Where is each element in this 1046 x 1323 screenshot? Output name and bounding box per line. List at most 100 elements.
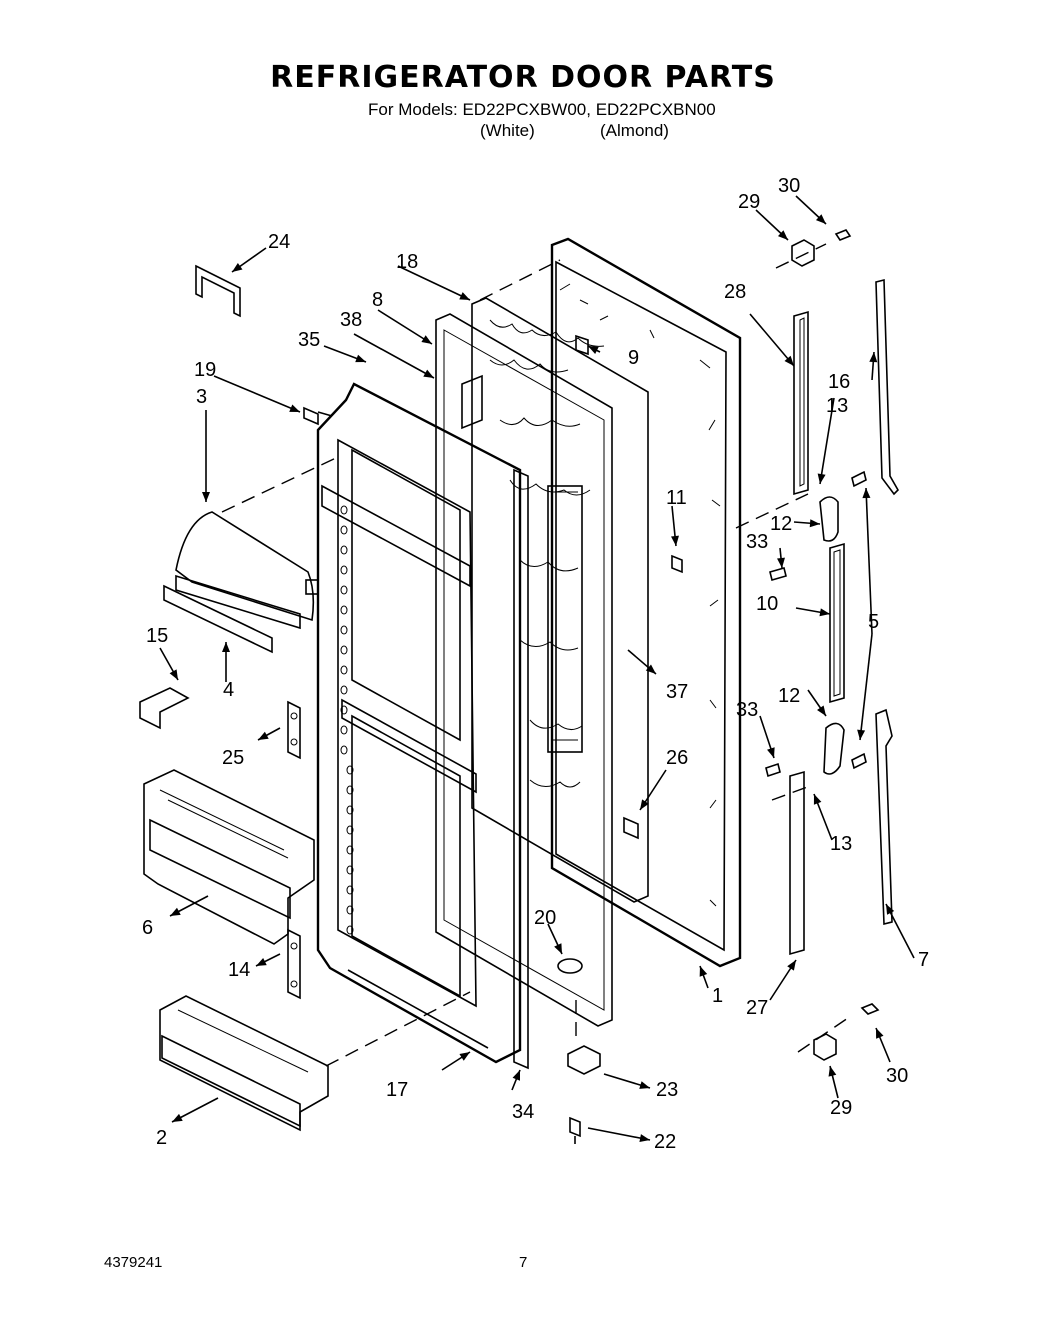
leader-line bbox=[885, 903, 915, 959]
shelf-hole bbox=[346, 885, 354, 895]
leader-arrowhead bbox=[256, 957, 267, 966]
leader-arrowhead bbox=[777, 230, 788, 240]
leader-line bbox=[353, 333, 435, 379]
assembly-guide-lines bbox=[221, 243, 849, 1067]
shelf-hole bbox=[346, 825, 354, 835]
leader-arrowhead bbox=[355, 354, 366, 363]
leader-arrowhead bbox=[172, 1113, 183, 1122]
leader-arrowhead bbox=[767, 747, 775, 758]
callout-6: 6 bbox=[142, 917, 153, 939]
leader-arrowhead bbox=[857, 729, 866, 740]
callout-12-lower: 12 bbox=[778, 685, 800, 707]
leader-arrowhead bbox=[817, 705, 826, 716]
leader-arrowhead bbox=[423, 369, 434, 378]
callout-2: 2 bbox=[156, 1127, 167, 1149]
leader-line bbox=[587, 1127, 651, 1141]
leader-line bbox=[213, 375, 301, 413]
shelf-hole bbox=[346, 805, 354, 815]
callout-labels: 1 2 3 4 5 6 7 8 9 10 11 12 12 13 13 14 1… bbox=[142, 175, 929, 1153]
callout-11: 11 bbox=[666, 487, 687, 509]
shelf-hole bbox=[340, 605, 348, 615]
leader-arrowhead bbox=[777, 557, 785, 568]
page-number: 7 bbox=[519, 1254, 528, 1271]
shelf-hole bbox=[346, 905, 354, 915]
callout-leaders bbox=[159, 195, 915, 1143]
callout-35: 35 bbox=[298, 329, 320, 351]
callout-5: 5 bbox=[868, 611, 879, 633]
callout-1: 1 bbox=[712, 985, 723, 1007]
leader-arrowhead bbox=[554, 943, 562, 954]
part-screw-30-bottom bbox=[860, 1003, 880, 1015]
callout-29-bottom: 29 bbox=[830, 1097, 852, 1119]
leader-arrowhead bbox=[645, 664, 656, 674]
leader-arrowhead bbox=[588, 346, 599, 355]
leader-arrowhead bbox=[869, 352, 878, 363]
leader-arrowhead bbox=[862, 488, 871, 499]
part-screw-22 bbox=[569, 1116, 581, 1144]
callout-33-lower: 33 bbox=[736, 699, 758, 721]
shelf-hole bbox=[346, 845, 354, 855]
part-insulation bbox=[471, 297, 649, 903]
leader-arrowhead bbox=[815, 214, 826, 224]
part-outer-door-panel bbox=[550, 237, 742, 968]
leader-arrowhead bbox=[639, 1134, 650, 1143]
callout-3: 3 bbox=[196, 386, 207, 408]
part-clip-29-bottom bbox=[813, 1033, 837, 1061]
callout-8: 8 bbox=[372, 289, 383, 311]
callout-28: 28 bbox=[724, 281, 746, 303]
part-handle-end-upper-12 bbox=[819, 496, 839, 542]
shelf-hole bbox=[340, 585, 348, 595]
callout-16: 16 bbox=[828, 371, 850, 393]
leader-arrowhead bbox=[512, 1070, 520, 1081]
leader-line bbox=[377, 309, 433, 345]
part-handle-27 bbox=[789, 770, 805, 956]
leader-arrowhead bbox=[202, 492, 210, 502]
callout-15: 15 bbox=[146, 625, 168, 647]
part-shelf-clip-24 bbox=[195, 264, 241, 318]
callout-17: 17 bbox=[386, 1079, 408, 1101]
part-hinge-23 bbox=[567, 1045, 601, 1075]
part-clip-11 bbox=[671, 554, 683, 574]
callout-4: 4 bbox=[223, 679, 234, 701]
part-clip-26 bbox=[623, 816, 639, 840]
leader-arrowhead bbox=[459, 1052, 470, 1061]
shelf-hole bbox=[340, 525, 348, 535]
shelf-hole bbox=[340, 565, 348, 575]
shelf-hole bbox=[346, 765, 354, 775]
callout-38: 38 bbox=[340, 309, 362, 331]
callout-29-top: 29 bbox=[738, 191, 760, 213]
part-screw-30-top bbox=[834, 229, 852, 241]
part-plug-9 bbox=[575, 334, 589, 356]
leader-arrowhead bbox=[640, 799, 649, 810]
part-door-bin-small bbox=[159, 995, 329, 1132]
callout-9: 9 bbox=[628, 347, 639, 369]
leader-line bbox=[397, 265, 471, 301]
callout-33-upper: 33 bbox=[746, 531, 768, 553]
part-screw-33-lower bbox=[765, 762, 781, 778]
document-number: 4379241 bbox=[104, 1254, 163, 1271]
part-liner-frame bbox=[435, 313, 613, 1027]
shelf-hole bbox=[346, 865, 354, 875]
shelf-hole bbox=[340, 725, 348, 735]
callout-20: 20 bbox=[534, 907, 556, 929]
shelf-hole bbox=[340, 745, 348, 755]
part-trim-7 bbox=[875, 708, 893, 926]
callout-7: 7 bbox=[918, 949, 929, 971]
part-screw-19 bbox=[303, 406, 333, 426]
liner-shelf-holes bbox=[340, 505, 354, 935]
leader-arrowhead bbox=[289, 404, 300, 412]
part-trim-16 bbox=[875, 278, 899, 496]
page-title: REFRIGERATOR DOOR PARTS bbox=[270, 60, 776, 95]
callout-22: 22 bbox=[654, 1131, 676, 1153]
callout-24: 24 bbox=[268, 231, 290, 253]
callout-30-bottom: 30 bbox=[886, 1065, 908, 1087]
shelf-hole bbox=[340, 685, 348, 695]
shelf-hole bbox=[340, 625, 348, 635]
callout-23: 23 bbox=[656, 1079, 678, 1101]
shelf-hole bbox=[340, 545, 348, 555]
callout-13-lower: 13 bbox=[830, 833, 852, 855]
leader-arrowhead bbox=[699, 966, 708, 977]
leader-arrowhead bbox=[876, 1028, 884, 1039]
leader-arrowhead bbox=[809, 519, 820, 528]
leader-arrowhead bbox=[819, 608, 830, 617]
